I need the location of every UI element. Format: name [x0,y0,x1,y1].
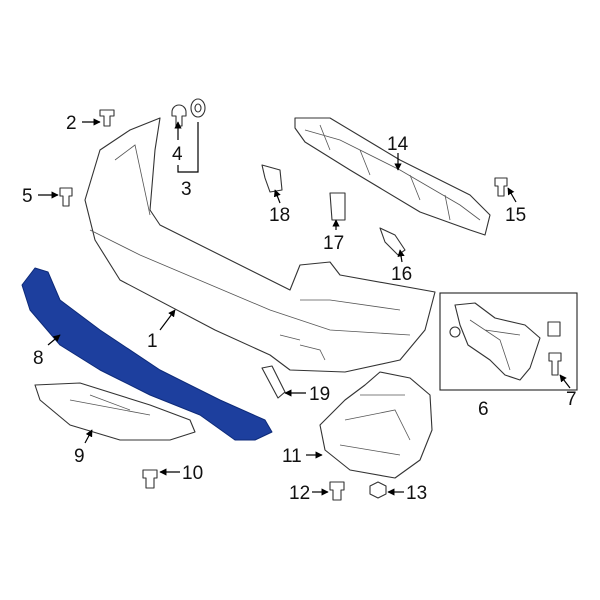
callout-labels: 1 2 3 4 5 6 7 8 9 10 11 12 13 14 15 16 1… [22,113,577,504]
callout-6: 6 [478,399,489,420]
lower-valance [21,267,273,441]
callout-12: 12 [289,483,310,504]
callout-7: 7 [566,389,577,410]
callout-1: 1 [147,331,158,352]
callout-18: 18 [269,205,290,226]
callout-14: 14 [387,134,409,155]
splash-shield [319,371,433,479]
leader-lines [38,118,571,496]
callout-2: 2 [66,113,77,134]
callout-16: 16 [391,264,412,285]
callout-17: 17 [323,233,344,254]
callout-19: 19 [309,384,330,405]
under-shield [34,382,196,441]
small-fasteners [59,98,562,501]
callout-3: 3 [181,179,192,200]
callout-13: 13 [406,483,427,504]
callout-8: 8 [33,348,44,369]
bumper-cover [84,117,436,373]
callout-10: 10 [182,463,203,484]
callout-9: 9 [74,446,85,467]
callout-5: 5 [22,186,33,207]
callout-15: 15 [505,205,526,226]
callout-4: 4 [172,144,183,165]
bracket-detail-box [439,292,578,391]
callout-11: 11 [282,446,302,467]
bumper-bracket [449,302,561,381]
